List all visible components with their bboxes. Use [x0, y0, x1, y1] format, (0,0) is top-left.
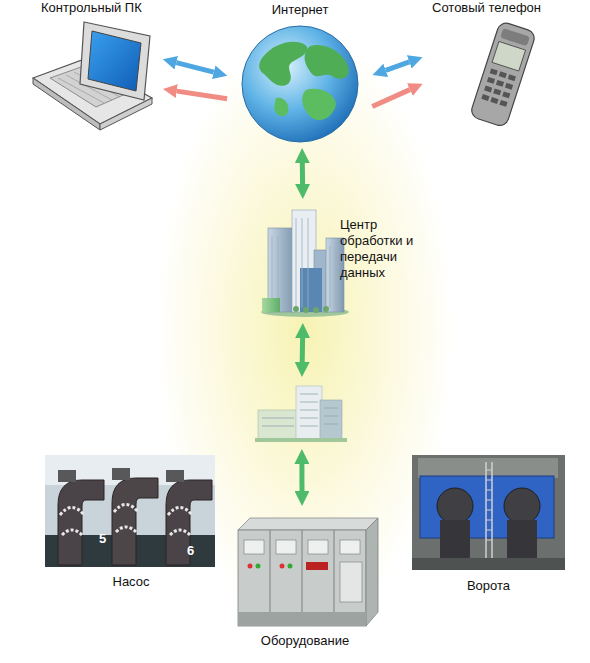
node-label: Оборудование — [230, 633, 380, 649]
phone-key — [505, 83, 513, 90]
phone-key — [487, 77, 495, 84]
meter — [276, 540, 296, 554]
node-label: Ворота — [410, 578, 567, 594]
phone-key — [490, 68, 498, 75]
terminal-panel — [340, 562, 362, 602]
pump-node: Насос — [45, 453, 217, 593]
cabinet-front — [238, 530, 366, 626]
laptop-screen — [88, 31, 141, 91]
node-label: Насос — [45, 574, 217, 590]
phone-key — [502, 91, 510, 98]
pump-motor — [166, 470, 184, 482]
tree — [323, 306, 329, 312]
datacenter-node: Центр обработки и передачи данных — [262, 205, 440, 317]
pump-motor — [112, 468, 130, 480]
connector-arrow — [386, 62, 410, 70]
phone-key — [490, 97, 498, 104]
phone-key — [481, 94, 489, 101]
windows — [272, 218, 336, 308]
connector-arrow — [300, 163, 305, 184]
indicator — [256, 564, 261, 569]
gate-photo — [412, 455, 565, 570]
windows — [262, 394, 338, 426]
equipment-node: Оборудование — [230, 512, 380, 657]
connector-arrow — [372, 90, 410, 107]
indicator — [280, 564, 285, 569]
globe-illustration — [242, 26, 358, 142]
datacenter-illustration — [261, 210, 349, 317]
cabinet-doors — [270, 530, 334, 626]
meter — [308, 540, 328, 554]
callout-number: 6 — [187, 543, 194, 558]
continent — [274, 98, 288, 117]
phone-node: Сотовый телефон — [430, 0, 565, 130]
globe-node: Интернет — [235, 2, 365, 142]
phone-illustration — [469, 21, 536, 128]
laptop-lid — [80, 22, 150, 100]
phone-screen — [492, 41, 525, 71]
chain — [62, 527, 190, 535]
phone-key — [493, 88, 501, 95]
pump — [58, 480, 104, 565]
cabinet-side — [366, 518, 378, 626]
cabinet-top — [238, 518, 378, 530]
phone-key — [499, 71, 507, 78]
connector-arrow — [299, 464, 304, 491]
cabinet-plinth — [238, 612, 366, 626]
tree — [293, 306, 299, 312]
connector-arrow — [176, 63, 213, 72]
pump-photo — [45, 455, 215, 567]
phone-key — [508, 74, 516, 81]
warning-plate — [306, 562, 328, 570]
globe — [242, 26, 358, 142]
pump-motor — [58, 470, 76, 482]
laptop-node: Контрольный ПК — [25, 0, 155, 122]
meter — [340, 540, 360, 554]
laptop-illustration — [33, 22, 152, 130]
node-label: Сотовый телефон — [432, 0, 562, 16]
connector-arrow — [300, 338, 305, 362]
tower — [300, 268, 322, 312]
ladder — [486, 462, 492, 560]
continent — [302, 89, 336, 120]
phone-key — [484, 86, 492, 93]
cabinet-illustration — [238, 518, 378, 626]
meter — [244, 540, 264, 554]
trees — [262, 298, 280, 312]
laptop-base-edge — [100, 98, 152, 130]
tree — [313, 307, 319, 313]
callout-number: 5 — [99, 531, 106, 546]
pump — [166, 480, 212, 565]
chain — [60, 505, 192, 516]
continent — [305, 45, 349, 79]
indicator — [288, 564, 293, 569]
ladder — [486, 470, 492, 540]
phone-body — [469, 21, 536, 128]
pump — [112, 478, 158, 565]
node-label: Контрольный ПК — [41, 0, 161, 16]
building-tower — [320, 400, 342, 440]
gate-node: Ворота — [410, 453, 567, 598]
phone-key — [496, 80, 504, 87]
tree — [303, 307, 309, 313]
building-base — [255, 438, 347, 442]
photo-wall — [418, 458, 558, 478]
gate-valve — [504, 488, 540, 524]
phone-key — [499, 100, 507, 107]
photo-floor — [412, 558, 565, 570]
gate-valve — [437, 488, 473, 524]
connector-arrow — [177, 91, 227, 99]
indicator — [248, 564, 253, 569]
continent — [259, 42, 307, 86]
building-wing — [258, 410, 298, 440]
node-label: Интернет — [235, 2, 365, 18]
photo-background — [412, 455, 565, 570]
building-illustration — [255, 386, 347, 442]
building-node — [255, 383, 347, 443]
photo-background — [45, 455, 215, 567]
node-label: Центр обработки и передачи данных — [340, 217, 440, 281]
